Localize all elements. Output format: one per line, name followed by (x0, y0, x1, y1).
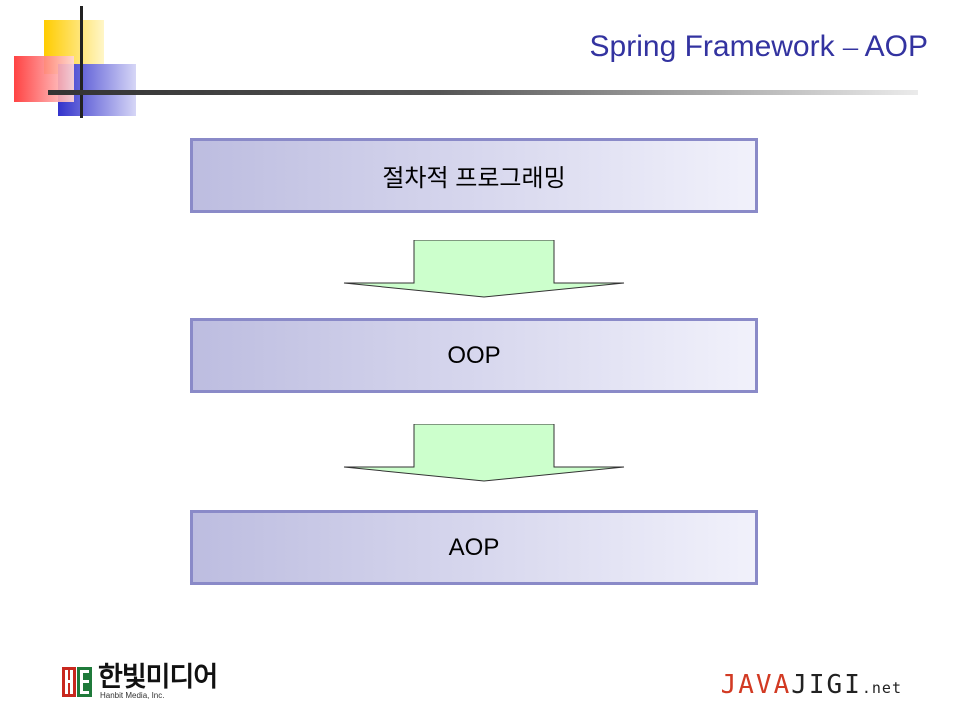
logo-java: JAVA (720, 670, 792, 700)
hanbit-media-logo: 한빛미디어 Hanbit Media, Inc. (62, 662, 218, 700)
logo-net: .net (861, 679, 902, 697)
title-tail: AOP (864, 30, 928, 63)
header-rule (48, 90, 918, 95)
box-label: AOP (448, 533, 500, 561)
down-arrow-icon (343, 424, 625, 482)
box-oop: OOP (190, 318, 758, 393)
javajigi-logo: JAVAJIGI.net (721, 670, 902, 700)
box-label: 절차적 프로그래밍 (382, 165, 566, 192)
publisher-name-korean: 한빛미디어 (98, 662, 218, 692)
box-label: OOP (447, 341, 501, 369)
publisher-name-english: Hanbit Media, Inc. (100, 691, 165, 700)
logo-jigi: JIGI (791, 670, 862, 700)
hb-mark-icon (62, 667, 92, 697)
box-procedural-programming: 절차적 프로그래밍 (190, 138, 758, 213)
title-main: Spring Framework (589, 30, 835, 63)
title-dash: – (842, 30, 858, 63)
box-aop: AOP (190, 510, 758, 585)
down-arrow-icon (343, 240, 625, 298)
slide-title: Spring Framework – AOP (590, 30, 928, 64)
corner-decoration (14, 6, 136, 118)
